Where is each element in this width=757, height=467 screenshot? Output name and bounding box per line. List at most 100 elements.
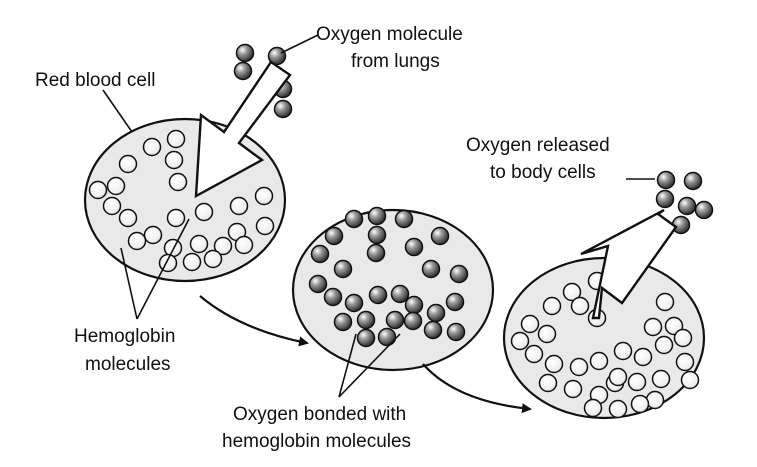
hemoglobin-molecule	[524, 344, 544, 364]
leader-oxygen-lungs	[280, 34, 319, 54]
bonded-molecule	[385, 310, 405, 330]
bonded-molecule	[344, 293, 364, 313]
hemoglobin-molecule	[675, 352, 695, 372]
leader-red-blood-cell	[102, 89, 133, 133]
hemoglobin-molecule	[608, 367, 628, 387]
bonded-molecule	[367, 225, 387, 245]
bonded-molecule	[394, 209, 414, 229]
hemoglobin-molecule	[203, 249, 223, 269]
molecule-layer	[88, 43, 714, 419]
hemoglobin-molecule	[164, 150, 184, 170]
bonded-molecule	[333, 259, 353, 279]
label-oxygen-from-lungs-2: from lungs	[351, 51, 440, 72]
oxygen-molecule	[267, 46, 287, 66]
hemoglobin-molecule	[127, 231, 147, 251]
hemoglobin-molecule	[633, 347, 653, 367]
bonded-molecule	[356, 328, 376, 348]
hemoglobin-molecule	[510, 331, 530, 351]
hemoglobin-molecule	[562, 282, 582, 302]
released-oxygen-molecule	[677, 196, 697, 216]
bonded-molecule	[308, 274, 328, 294]
hemoglobin-molecule	[583, 398, 603, 418]
bonded-molecule	[421, 259, 441, 279]
bonded-molecule	[367, 206, 387, 226]
hemoglobin-molecule	[651, 369, 671, 389]
hemoglobin-molecule	[168, 172, 188, 192]
bonded-molecule	[404, 295, 424, 315]
hemoglobin-molecule	[608, 399, 628, 419]
bonded-molecule	[445, 292, 465, 312]
hemoglobin-molecule	[654, 335, 674, 355]
hemoglobin-molecule	[563, 379, 583, 399]
hemoglobin-molecule	[589, 351, 609, 371]
bonded-molecule	[356, 310, 376, 330]
label-red-blood-cell: Red blood cell	[35, 70, 155, 91]
leader-hemoglobin-b	[136, 218, 190, 320]
hemoglobin-molecule	[142, 137, 162, 157]
leader-bonded-a	[338, 333, 357, 398]
hemoglobin-molecule	[569, 357, 589, 377]
bonded-molecule	[323, 287, 343, 307]
label-hemoglobin-1: Hemoglobin	[74, 326, 175, 347]
hemoglobin-molecule	[627, 372, 647, 392]
bonded-molecule	[377, 327, 397, 347]
hemoglobin-molecule	[520, 314, 540, 334]
oxygen-molecule	[233, 61, 253, 81]
hemoglobin-molecule	[538, 373, 558, 393]
hemoglobin-molecule	[673, 328, 693, 348]
hemoglobin-molecule	[118, 154, 138, 174]
flow-arrow-1	[199, 295, 309, 347]
label-oxygen-released-1: Oxygen released	[466, 135, 610, 156]
hemoglobin-molecule	[537, 324, 557, 344]
flow-arrow-2	[422, 363, 532, 414]
bonded-molecule	[446, 322, 466, 342]
bonded-molecule	[403, 311, 423, 331]
hemoglobin-molecule	[544, 354, 564, 374]
released-oxygen-molecule	[655, 189, 675, 209]
oxygen-exit-arrow	[580, 208, 678, 320]
hemoglobin-molecule	[194, 202, 214, 222]
bonded-molecule	[324, 226, 344, 246]
bonded-molecule	[390, 284, 410, 304]
bonded-molecule	[449, 264, 469, 284]
hemoglobin-molecule	[255, 216, 275, 236]
hemoglobin-molecule	[655, 292, 675, 312]
bonded-molecule	[366, 243, 386, 263]
leader-hemoglobin-a	[120, 247, 138, 320]
oxygen-entry-arrow	[194, 60, 292, 199]
label-bonded-1: Oxygen bonded with	[233, 404, 406, 425]
hemoglobin-molecule	[643, 317, 663, 337]
hemoglobin-molecule	[613, 341, 633, 361]
hemoglobin-molecule	[88, 180, 108, 200]
hemoglobin-molecule	[630, 394, 650, 414]
released-oxygen-molecule	[656, 170, 676, 190]
hemoglobin-molecule	[234, 235, 254, 255]
hemoglobin-molecule	[158, 253, 178, 273]
label-hemoglobin-2: molecules	[85, 354, 171, 375]
oxygen-molecule	[235, 43, 255, 63]
hemoglobin-molecule	[213, 236, 233, 256]
hemoglobin-molecule	[182, 252, 202, 272]
bonded-molecule	[430, 226, 450, 246]
hemoglobin-molecule	[106, 176, 126, 196]
label-bonded-2: hemoglobin molecules	[222, 431, 411, 452]
hemoglobin-molecule	[680, 370, 700, 390]
bonded-molecule	[368, 285, 388, 305]
bonded-molecule	[404, 237, 424, 257]
bonded-molecule	[344, 209, 364, 229]
released-oxygen-molecule	[694, 200, 714, 220]
released-oxygen-molecule	[683, 171, 703, 191]
label-oxygen-from-lungs-1: Oxygen molecule	[316, 24, 463, 45]
hemoglobin-molecule	[118, 208, 138, 228]
hemoglobin-molecule	[229, 196, 249, 216]
hemoglobin-molecule	[143, 225, 163, 245]
hemoglobin-molecule	[254, 186, 274, 206]
hemoglobin-molecule	[542, 296, 562, 316]
hemoglobin-molecule	[166, 208, 186, 228]
oxygen-molecule	[273, 99, 293, 119]
hemoglobin-molecule	[102, 196, 122, 216]
hemoglobin-molecule	[189, 234, 209, 254]
label-oxygen-released-2: to body cells	[490, 162, 596, 183]
